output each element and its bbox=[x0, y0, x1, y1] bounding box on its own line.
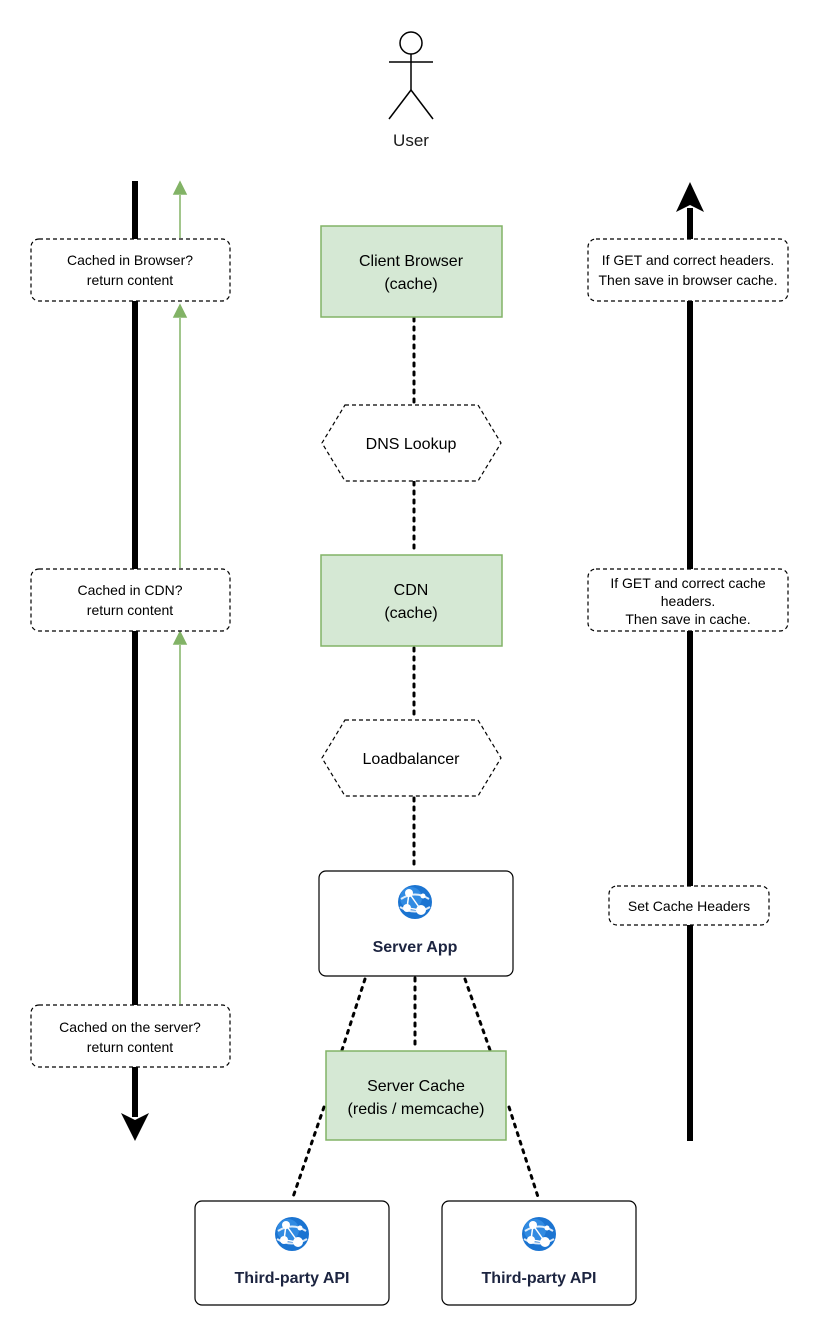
cdn-node[interactable]: CDN (cache) bbox=[320, 554, 503, 647]
node-title: Third-party API bbox=[235, 1270, 350, 1287]
note-line: If GET and correct headers. bbox=[602, 252, 775, 268]
server-app-node[interactable]: Server App bbox=[318, 870, 514, 977]
response-arrow bbox=[676, 182, 704, 1141]
user-figure-icon bbox=[388, 31, 434, 120]
response-note-server: Set Cache Headers bbox=[608, 885, 770, 926]
request-note-server: Cached on the server? return content bbox=[30, 1004, 231, 1068]
return-arrow-cdn bbox=[172, 303, 188, 568]
node-subtitle: (cache) bbox=[384, 605, 437, 622]
note-line: return content bbox=[87, 1039, 173, 1055]
request-note-browser: Cached in Browser? return content bbox=[30, 238, 231, 302]
note-line: Then save in browser cache. bbox=[599, 272, 778, 288]
node-title: Server Cache bbox=[367, 1078, 465, 1095]
note-line: Set Cache Headers bbox=[628, 898, 750, 914]
note-line: return content bbox=[87, 602, 173, 618]
response-arrowhead-icon bbox=[676, 182, 704, 212]
return-arrow-browser bbox=[172, 180, 188, 238]
user-label: User bbox=[393, 131, 429, 150]
request-note-cdn: Cached in CDN? return content bbox=[30, 568, 231, 632]
node-title: CDN bbox=[394, 582, 429, 599]
connector-app-cache-left bbox=[340, 977, 367, 1052]
third-party-api-node-2[interactable]: Third-party API bbox=[441, 1200, 637, 1306]
note-line: headers. bbox=[661, 593, 715, 609]
user-actor: User bbox=[388, 31, 434, 150]
request-arrowhead-icon bbox=[121, 1113, 149, 1141]
note-line: return content bbox=[87, 272, 173, 288]
return-arrows bbox=[172, 180, 188, 1004]
return-arrowhead-icon bbox=[172, 630, 188, 645]
note-line: Cached in CDN? bbox=[77, 582, 182, 598]
note-line: Cached on the server? bbox=[59, 1019, 201, 1035]
third-party-api-node-1[interactable]: Third-party API bbox=[194, 1200, 390, 1306]
return-arrow-server bbox=[172, 630, 188, 1004]
web-app-icon bbox=[397, 884, 433, 920]
node-subtitle: (cache) bbox=[384, 276, 437, 293]
server-cache-node[interactable]: Server Cache (redis / memcache) bbox=[325, 1050, 507, 1141]
note-line: Cached in Browser? bbox=[67, 252, 193, 268]
request-arrow bbox=[121, 181, 149, 1141]
response-note-cdn: If GET and correct cache headers. Then s… bbox=[587, 568, 789, 632]
connectors bbox=[290, 316, 541, 1202]
connector-cache-api2 bbox=[507, 1105, 541, 1202]
node-title: Client Browser bbox=[359, 253, 464, 270]
node-title: DNS Lookup bbox=[366, 436, 457, 453]
connector-app-cache-right bbox=[463, 977, 492, 1052]
node-title: Third-party API bbox=[482, 1270, 597, 1287]
loadbalancer-node[interactable]: Loadbalancer bbox=[321, 719, 502, 797]
note-line: If GET and correct cache bbox=[610, 575, 766, 591]
client-browser-node[interactable]: Client Browser (cache) bbox=[320, 225, 503, 318]
connector-cache-api1 bbox=[290, 1105, 326, 1202]
return-arrowhead-icon bbox=[172, 303, 188, 318]
return-arrowhead-icon bbox=[172, 180, 188, 195]
web-app-icon bbox=[274, 1216, 310, 1252]
note-line: Then save in cache. bbox=[625, 611, 750, 627]
node-subtitle: (redis / memcache) bbox=[348, 1101, 485, 1118]
dns-lookup-node[interactable]: DNS Lookup bbox=[321, 404, 502, 482]
node-title: Server App bbox=[373, 939, 458, 956]
node-title: Loadbalancer bbox=[363, 751, 461, 768]
web-app-icon bbox=[521, 1216, 557, 1252]
response-note-browser: If GET and correct headers. Then save in… bbox=[587, 238, 789, 302]
